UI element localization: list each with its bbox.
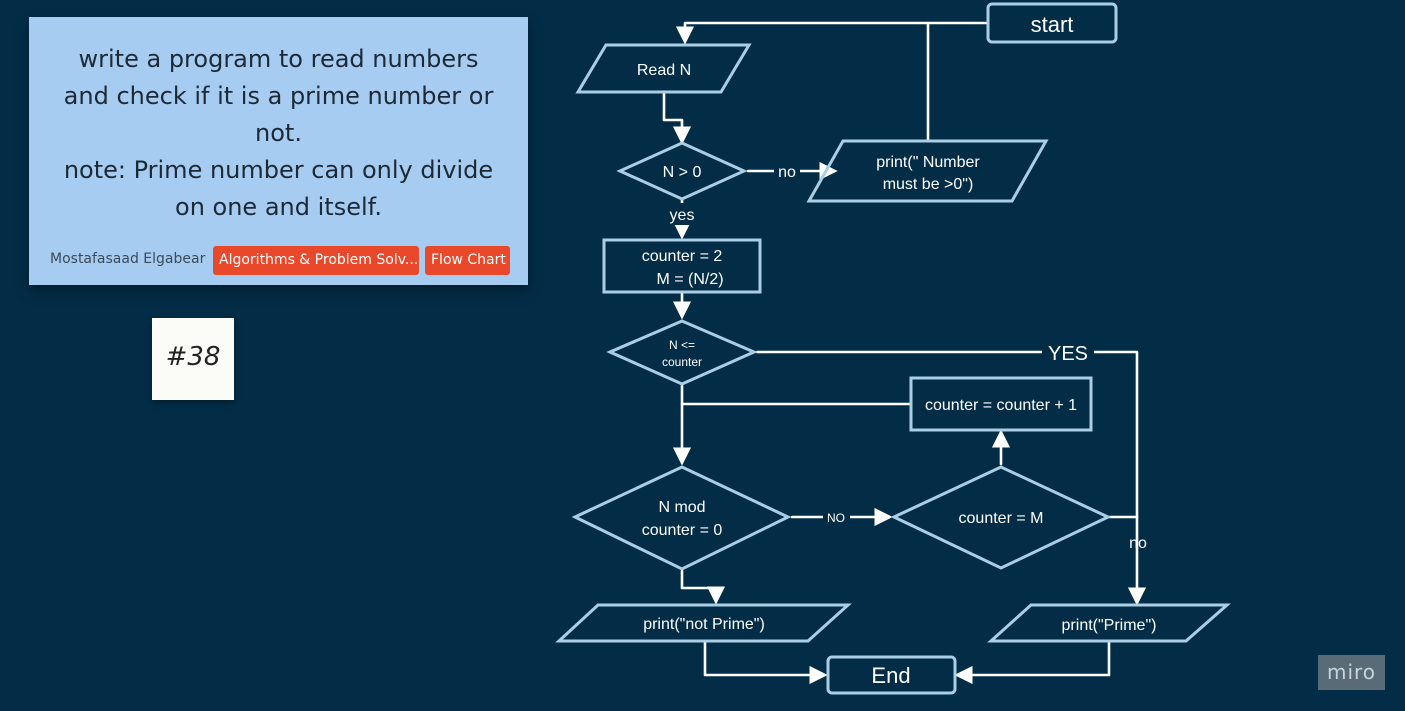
decision-loop-line-1: N <= — [669, 338, 695, 352]
print-error-node[interactable]: print(" Number must be >0") — [806, 139, 1049, 203]
decision-equal[interactable]: counter = M — [890, 465, 1112, 570]
label-yes-positive: yes — [670, 207, 695, 224]
edge-start-read[interactable] — [675, 21, 990, 45]
start-label: start — [1031, 12, 1074, 37]
end-terminator[interactable]: End — [826, 655, 957, 695]
print-prime-label: print("Prime") — [1062, 617, 1157, 634]
note-author: Mostafasaad Elgabear — [50, 251, 206, 267]
edge-notprime-end[interactable] — [703, 641, 828, 685]
decision-loop-line-2: counter — [662, 355, 702, 369]
print-not-prime-node[interactable]: print("not Prime") — [555, 603, 852, 643]
note-text: write a program to read numbers and chec… — [63, 45, 494, 221]
decision-equal-label: counter = M — [959, 510, 1044, 527]
decision-positive[interactable]: N > 0 — [616, 141, 748, 201]
increment-process[interactable]: counter = counter + 1 — [909, 376, 1093, 432]
print-prime-node[interactable]: print("Prime") — [987, 603, 1231, 643]
decision-mod[interactable]: N mod counter = 0 — [571, 465, 792, 571]
read-label: Read N — [637, 62, 691, 79]
init-process[interactable]: counter = 2 M = (N/2) — [602, 238, 762, 294]
label-no-positive: no — [778, 164, 796, 181]
decision-mod-line-1: N mod — [658, 499, 705, 516]
label-no-eq: no — [1129, 535, 1147, 552]
print-error-line-2: must be >0") — [883, 176, 974, 193]
start-terminator[interactable]: start — [986, 2, 1118, 44]
edge-loop-yes[interactable] — [755, 350, 1147, 606]
print-not-prime-label: print("not Prime") — [643, 616, 765, 633]
edge-read-cond[interactable] — [662, 91, 692, 145]
label-yes-loop: YES — [1048, 343, 1088, 365]
decision-positive-label: N > 0 — [663, 164, 702, 181]
edge-mod-notprime[interactable] — [680, 569, 726, 605]
read-input-node[interactable]: Read N — [575, 43, 752, 94]
sticky-note[interactable]: write a program to read numbers and chec… — [29, 17, 528, 285]
tag-flow-chart[interactable]: Flow Chart — [425, 246, 510, 275]
tag-algorithms[interactable]: Algorithms & Problem Solv... — [213, 246, 419, 275]
miro-logo: miro — [1318, 655, 1385, 690]
decision-loop[interactable]: N <= counter — [606, 319, 758, 386]
init-line-2: M = (N/2) — [656, 271, 723, 288]
label-no-mod: NO — [827, 511, 845, 525]
end-label: End — [871, 663, 910, 688]
increment-label: counter = counter + 1 — [925, 397, 1077, 414]
sticker-note[interactable]: #38 — [152, 318, 234, 400]
edge-prime-end[interactable] — [954, 641, 1111, 685]
decision-mod-line-2: counter = 0 — [642, 522, 723, 539]
print-error-line-1: print(" Number — [876, 154, 980, 171]
init-line-1: counter = 2 — [642, 248, 723, 265]
